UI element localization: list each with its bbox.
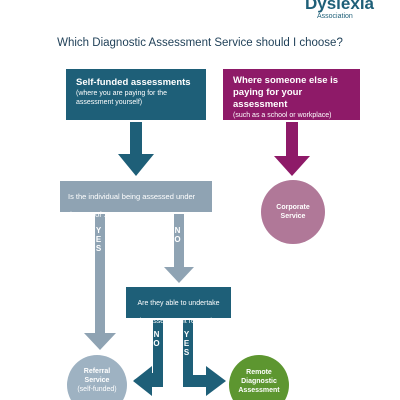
self-funded-heading: Self-funded assessments bbox=[76, 77, 191, 88]
age-no-label: NO bbox=[173, 226, 185, 244]
referral-service-circle: Referral Service (self-funded) bbox=[67, 355, 127, 400]
arrow-someone-else-down bbox=[274, 122, 310, 176]
logo-name: Dyslexia bbox=[305, 0, 374, 13]
arrow-age-yes bbox=[84, 214, 116, 350]
remote-line-1: Remote bbox=[246, 368, 272, 376]
corporate-line-2: Service bbox=[280, 213, 306, 220]
remote-question-text: Are they able to undertake the assessmen… bbox=[137, 300, 220, 325]
logo-subtitle: Association bbox=[317, 13, 353, 20]
corporate-line-1: Corporate bbox=[276, 204, 310, 211]
someone-else-heading: Where someone else is paying for your as… bbox=[233, 75, 339, 110]
remote-assessment-circle: Remote Diagnostic Assessment bbox=[229, 355, 289, 400]
referral-line-3: (self-funded) bbox=[77, 385, 117, 393]
remote-yes-text: YES bbox=[182, 330, 191, 357]
remote-yes-label: YES bbox=[182, 330, 194, 357]
age-yes-text: YES bbox=[94, 226, 103, 253]
remote-no-label: NO bbox=[152, 330, 164, 348]
someone-else-paying-box: Where someone else is paying for your as… bbox=[223, 69, 360, 120]
age-question-text: Is the individual being assessed under t… bbox=[68, 192, 196, 219]
someone-else-subtext: (such as a school or workplace) bbox=[233, 112, 332, 119]
age-question-box: Is the individual being assessed under t… bbox=[60, 181, 212, 219]
age-yes-label: YES bbox=[94, 226, 106, 253]
self-funded-subtext: (where you are paying for the assessment… bbox=[76, 90, 168, 106]
referral-line-2: Service bbox=[84, 376, 110, 384]
page-title: Which Diagnostic Assessment Service shou… bbox=[57, 37, 343, 49]
arrow-remote-no bbox=[134, 320, 163, 390]
remote-question-box: Are they able to undertake the assessmen… bbox=[126, 287, 231, 325]
arrow-remote-yes bbox=[183, 320, 226, 396]
remote-no-text: NO bbox=[152, 330, 161, 348]
remote-line-2: Diagnostic bbox=[241, 377, 277, 385]
corporate-service-circle: Corporate Service bbox=[261, 180, 325, 244]
remote-line-3: Assessment bbox=[238, 386, 280, 394]
self-funded-box: Self-funded assessments (where you are p… bbox=[66, 69, 206, 120]
age-no-text: NO bbox=[173, 226, 182, 244]
arrow-self-funded-down bbox=[118, 122, 154, 176]
referral-line-1: Referral bbox=[83, 367, 111, 375]
dyslexia-association-logo: Dyslexia Association bbox=[305, 0, 374, 21]
arrow-age-no bbox=[164, 214, 194, 283]
arrow-remote-no-head bbox=[133, 320, 163, 396]
